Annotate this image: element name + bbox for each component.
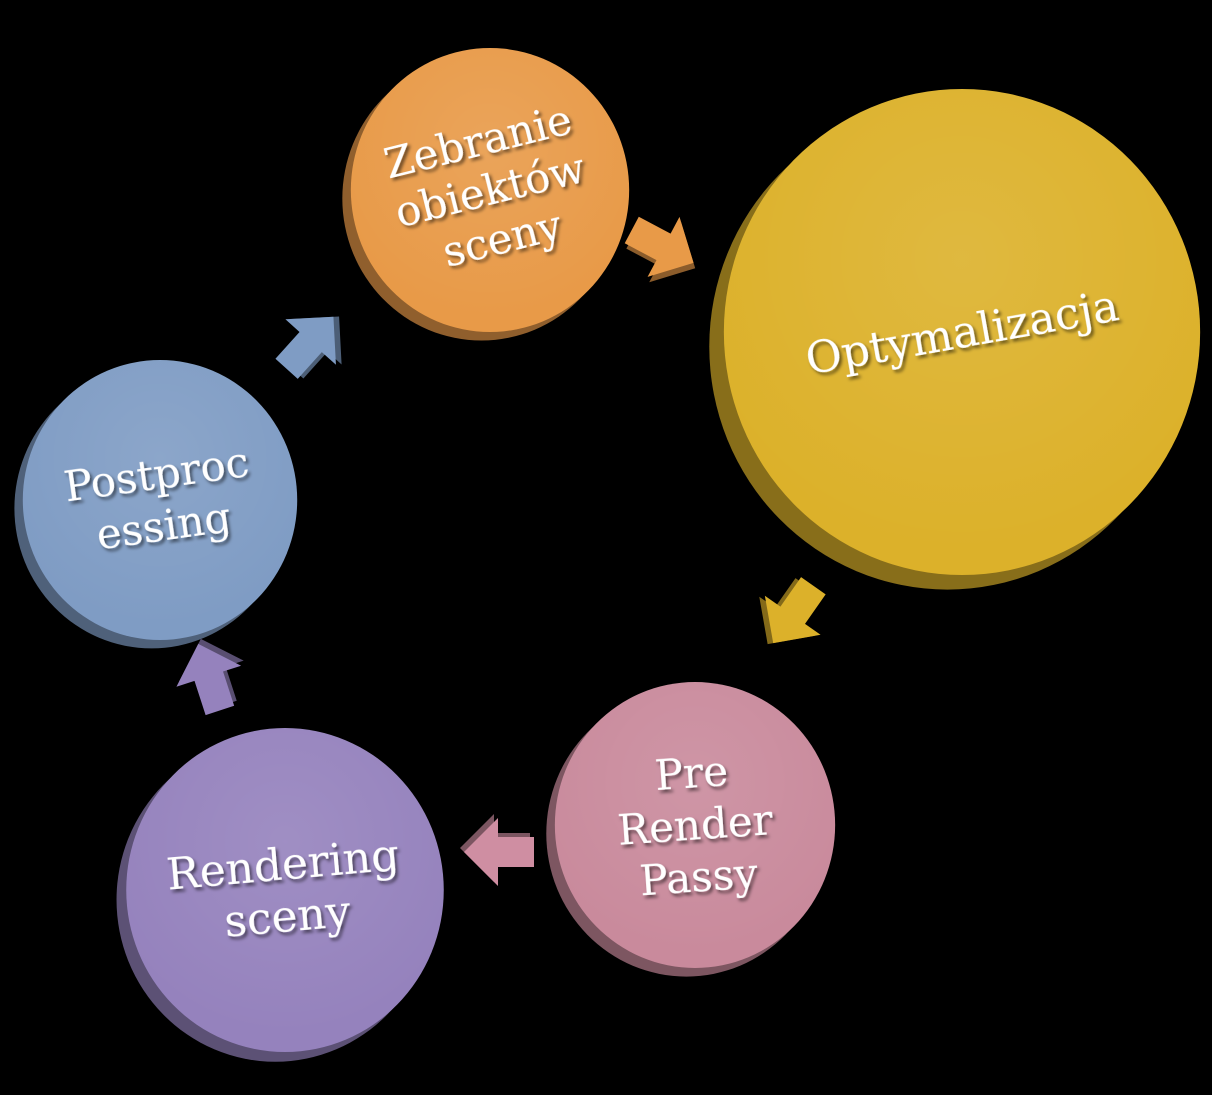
disc-gloss [350, 48, 630, 332]
arrow-postprocessing-to-zebranie [275, 316, 342, 379]
arrow-zebranie-to-optymalizacja [624, 216, 696, 283]
disc-gloss [554, 682, 836, 968]
node-rendering-sceny: Renderingsceny [116, 728, 444, 1062]
node-label-line: Pre [653, 746, 729, 800]
node-label-line: Render [616, 795, 775, 855]
disc-gloss [723, 89, 1201, 575]
disc-gloss [22, 360, 298, 640]
node-label: Renderingsceny [164, 829, 405, 952]
arrow-prerender-to-rendering [460, 814, 534, 886]
arrow-icon [464, 818, 534, 886]
node-label-line: Passy [638, 848, 760, 905]
node-zebranie-obiektow-sceny: Zebranieobiektówsceny [342, 48, 630, 341]
nodes-layer: Zebranieobiektówsceny Optymalizacja PreR… [14, 48, 1201, 1062]
arrow-optymalizacja-to-prerender [759, 577, 826, 645]
arrow-icon [176, 643, 242, 716]
node-pre-render-passy: PreRenderPassy [546, 682, 836, 977]
arrow-icon [764, 577, 826, 644]
arrows-layer [176, 216, 826, 886]
arrow-icon [624, 216, 694, 277]
node-postprocessing: Postprocessing [14, 360, 298, 649]
arrow-rendering-to-postprocessing [176, 638, 244, 716]
node-label-line: sceny [222, 886, 353, 948]
node-optymalizacja: Optymalizacja [709, 89, 1201, 590]
node-label: PreRenderPassy [612, 743, 779, 907]
arrow-icon [275, 316, 336, 379]
disc-gloss [126, 728, 444, 1052]
